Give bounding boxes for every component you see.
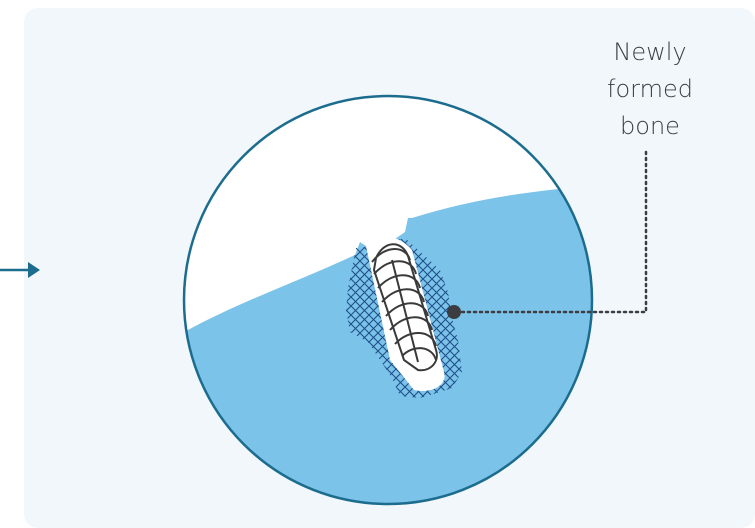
annotation-line-2: formed xyxy=(607,75,693,103)
annotation-line-1: Newly xyxy=(613,38,686,66)
leader-dot xyxy=(447,305,461,319)
magnified-view xyxy=(170,96,600,520)
flow-arrow xyxy=(0,262,40,278)
annotation-label: Newly formed bone xyxy=(607,38,693,140)
annotation-line-3: bone xyxy=(620,112,680,140)
